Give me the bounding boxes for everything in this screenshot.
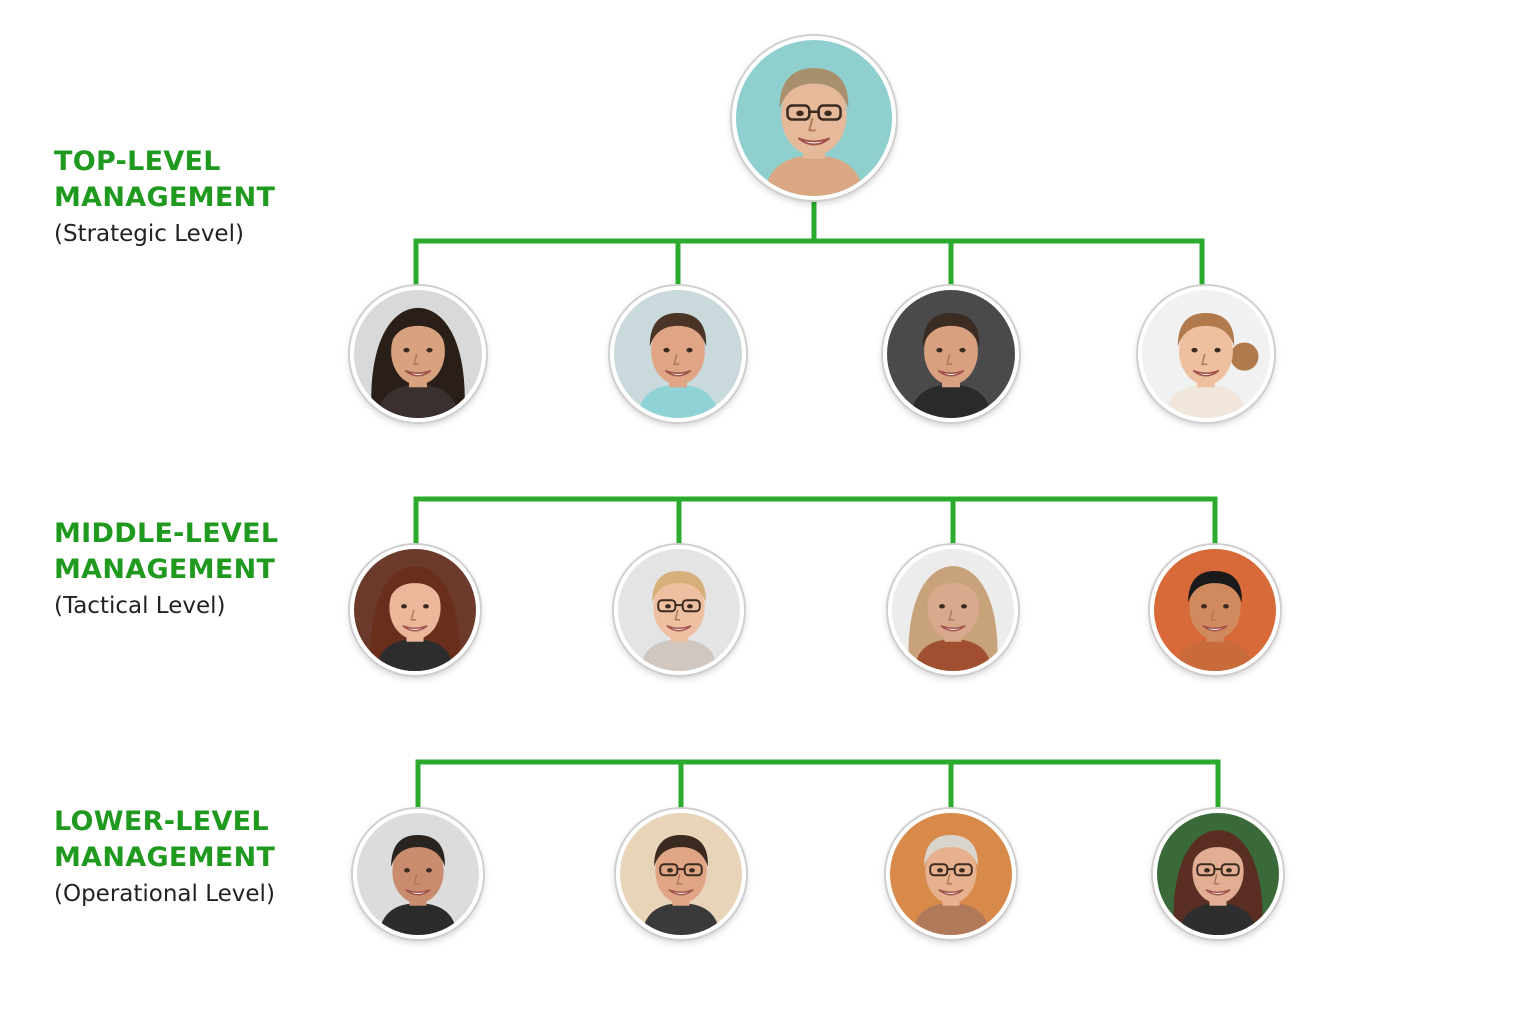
- person-photo-icon: [354, 549, 476, 671]
- avatar-r1-3[interactable]: [883, 286, 1019, 422]
- person-photo-icon: [890, 813, 1012, 935]
- avatar-r2-4[interactable]: [1150, 545, 1280, 675]
- level-title-middle-line1: MIDDLE-LEVEL: [54, 518, 279, 549]
- level-title-lower-line2: MANAGEMENT: [54, 842, 276, 873]
- person-photo-icon: [614, 290, 742, 418]
- level-title-top-line1: TOP-LEVEL: [54, 146, 221, 177]
- level-subtitle-top: (Strategic Level): [54, 221, 244, 247]
- person-photo-icon: [618, 549, 740, 671]
- person-photo-icon: [887, 290, 1015, 418]
- person-photo-icon: [1157, 813, 1279, 935]
- person-photo-icon: [620, 813, 742, 935]
- avatar-r2-3[interactable]: [888, 545, 1018, 675]
- level-title-lower: LOWER-LEVEL MANAGEMENT: [54, 804, 275, 876]
- avatar-r3-1[interactable]: [353, 809, 483, 939]
- person-photo-icon: [892, 549, 1014, 671]
- avatar-r2-1[interactable]: [350, 545, 480, 675]
- level-label-middle: MIDDLE-LEVEL MANAGEMENT (Tactical Level): [54, 516, 278, 622]
- avatar-r1-1[interactable]: [350, 286, 486, 422]
- avatar-r2-2[interactable]: [614, 545, 744, 675]
- person-photo-icon: [357, 813, 479, 935]
- level-title-middle-line2: MANAGEMENT: [54, 554, 276, 585]
- avatar-head[interactable]: [732, 36, 896, 200]
- level-subtitle-middle: (Tactical Level): [54, 593, 226, 619]
- level-title-top-line2: MANAGEMENT: [54, 182, 276, 213]
- avatar-r1-4[interactable]: [1138, 286, 1274, 422]
- avatar-r3-3[interactable]: [886, 809, 1016, 939]
- avatar-r1-2[interactable]: [610, 286, 746, 422]
- person-photo-icon: [354, 290, 482, 418]
- avatar-r3-4[interactable]: [1153, 809, 1283, 939]
- person-photo-icon: [1154, 549, 1276, 671]
- level-title-middle: MIDDLE-LEVEL MANAGEMENT: [54, 516, 278, 588]
- person-photo-icon: [736, 40, 892, 196]
- level-title-lower-line1: LOWER-LEVEL: [54, 806, 269, 837]
- level-label-top: TOP-LEVEL MANAGEMENT (Strategic Level): [54, 144, 275, 250]
- person-photo-icon: [1142, 290, 1270, 418]
- level-subtitle-lower: (Operational Level): [54, 881, 275, 907]
- level-title-top: TOP-LEVEL MANAGEMENT: [54, 144, 275, 216]
- avatar-r3-2[interactable]: [616, 809, 746, 939]
- level-label-lower: LOWER-LEVEL MANAGEMENT (Operational Leve…: [54, 804, 275, 910]
